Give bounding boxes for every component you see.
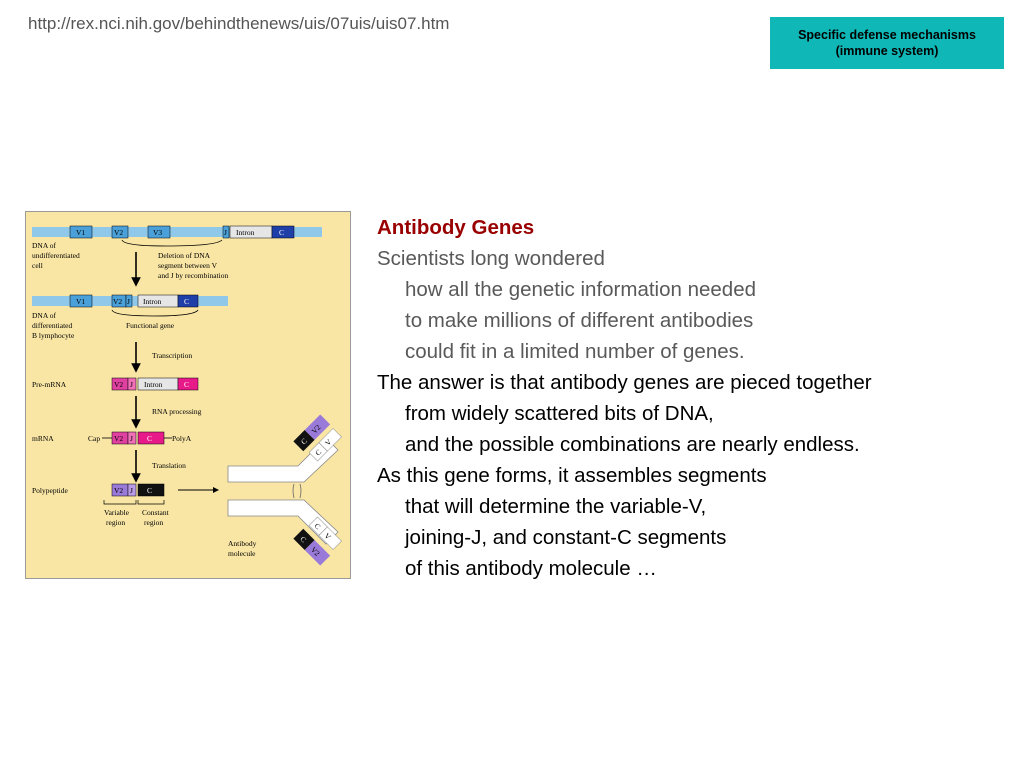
ab-v-top: V [323, 437, 334, 448]
antibody-gene-diagram: V1 V2 V3 J Intron C DNA of undifferentia… [25, 211, 351, 579]
c-label: C [279, 228, 284, 237]
intron-label: Intron [236, 228, 255, 237]
pre-j-label: J [130, 380, 133, 389]
v1-label: V1 [76, 228, 85, 237]
label-polypeptide: Polypeptide [32, 486, 69, 495]
intron-label-2: Intron [143, 297, 162, 306]
label-rna-processing: RNA processing [152, 407, 202, 416]
v1-label-2: V1 [76, 297, 85, 306]
label-dna-diff-1: DNA of [32, 311, 56, 320]
j-label-2: J [127, 297, 130, 306]
source-url: http://rex.nci.nih.gov/behindthenews/uis… [28, 14, 450, 33]
label-dna-undiff-3: cell [32, 261, 43, 270]
c-segment-2 [177, 294, 199, 308]
label-transcription: Transcription [152, 351, 192, 360]
label-cap: Cap [88, 434, 100, 443]
deletion-bracket [121, 239, 223, 247]
content-text: Antibody Genes Scientists long wondered … [377, 212, 1017, 584]
ab-c-bottom-2: C [313, 521, 323, 531]
label-dna-undiff-2: undifferentiated [32, 251, 80, 260]
dna-diff-strand: V1 V2 J Intron C [32, 294, 228, 308]
label-constant-2: region [144, 518, 163, 527]
p-v2-label: V2 [114, 486, 123, 495]
v1-segment-2 [69, 294, 93, 308]
label-dna-undiff-1: DNA of [32, 241, 56, 250]
label-variable-1: Variable [104, 508, 130, 517]
dna-undiff-strand: V1 V2 V3 J Intron C [32, 225, 322, 239]
badge-line-1: Specific defense mechanisms [798, 28, 976, 42]
v3-label: V3 [153, 228, 162, 237]
badge-line-2: (immune system) [835, 44, 939, 58]
p-j-label: J [130, 486, 133, 495]
ab-c-bottom: C [298, 534, 308, 544]
ab-v-bottom: V [322, 531, 333, 542]
para3-line-1: As this gene forms, it assembles segment… [377, 464, 767, 487]
label-deletion-1: Deletion of DNA [158, 251, 211, 260]
v1-segment [69, 225, 93, 239]
label-dna-diff-2: differentiated [32, 321, 73, 330]
diagram-svg: V1 V2 V3 J Intron C DNA of undifferentia… [32, 225, 342, 566]
pre-v2-label: V2 [114, 380, 123, 389]
pre-c-label: C [184, 380, 189, 389]
antibody-molecule: C V2 C V C V C V2 [227, 414, 342, 566]
pre-mrna-strand: V2 J Intron C [111, 377, 199, 391]
p-c-label: C [147, 486, 152, 495]
label-pre-mrna: Pre-mRNA [32, 380, 67, 389]
pre-intron-label: Intron [144, 380, 163, 389]
label-constant-1: Constant [142, 508, 170, 517]
v2-segment [111, 225, 129, 239]
para1-line-3: to make millions of different antibodies [405, 309, 754, 332]
page-title: Antibody Genes [377, 216, 535, 239]
label-polya: PolyA [172, 434, 192, 443]
j-segment-2 [125, 294, 133, 308]
para3-line-4: of this antibody molecule … [405, 557, 657, 580]
m-c-label: C [147, 434, 152, 443]
para3-line-3: joining-J, and constant-C segments [405, 526, 727, 549]
label-functional-gene: Functional gene [126, 321, 175, 330]
topic-badge: Specific defense mechanisms (immune syst… [770, 17, 1004, 69]
polypeptide-chain: V2 J C [111, 483, 165, 497]
label-translation: Translation [152, 461, 186, 470]
ab-c-top: C [299, 436, 309, 446]
label-antibody-2: molecule [228, 549, 256, 558]
m-v2-label: V2 [114, 434, 123, 443]
label-dna-diff-3: B lymphocyte [32, 331, 75, 340]
ab-c-top-2: C [313, 448, 323, 458]
para3-line-2: that will determine the variable-V, [405, 495, 707, 518]
label-mrna: mRNA [32, 434, 54, 443]
m-j-label: J [130, 434, 133, 443]
label-deletion-3: and J by recombination [158, 271, 228, 280]
functional-gene-bracket [111, 309, 199, 317]
mrna-strand: V2 J C [111, 431, 165, 445]
para2-line-2: from widely scattered bits of DNA, [405, 402, 714, 425]
label-variable-2: region [106, 518, 125, 527]
v2-label-2: V2 [113, 297, 122, 306]
j-segment [222, 225, 230, 239]
v3-segment [147, 225, 171, 239]
j-label: J [224, 228, 227, 237]
para2-line-3: and the possible combinations are nearly… [405, 433, 860, 456]
c-label-2: C [184, 297, 189, 306]
v2-label: V2 [114, 228, 123, 237]
label-deletion-2: segment between V [158, 261, 218, 270]
para1-line-1: Scientists long wondered [377, 247, 605, 270]
label-antibody-1: Antibody [228, 539, 257, 548]
para2-line-1: The answer is that antibody genes are pi… [377, 371, 872, 394]
para1-line-2: how all the genetic information needed [405, 278, 757, 301]
para1-line-4: could fit in a limited number of genes. [405, 340, 745, 363]
c-segment [271, 225, 295, 239]
